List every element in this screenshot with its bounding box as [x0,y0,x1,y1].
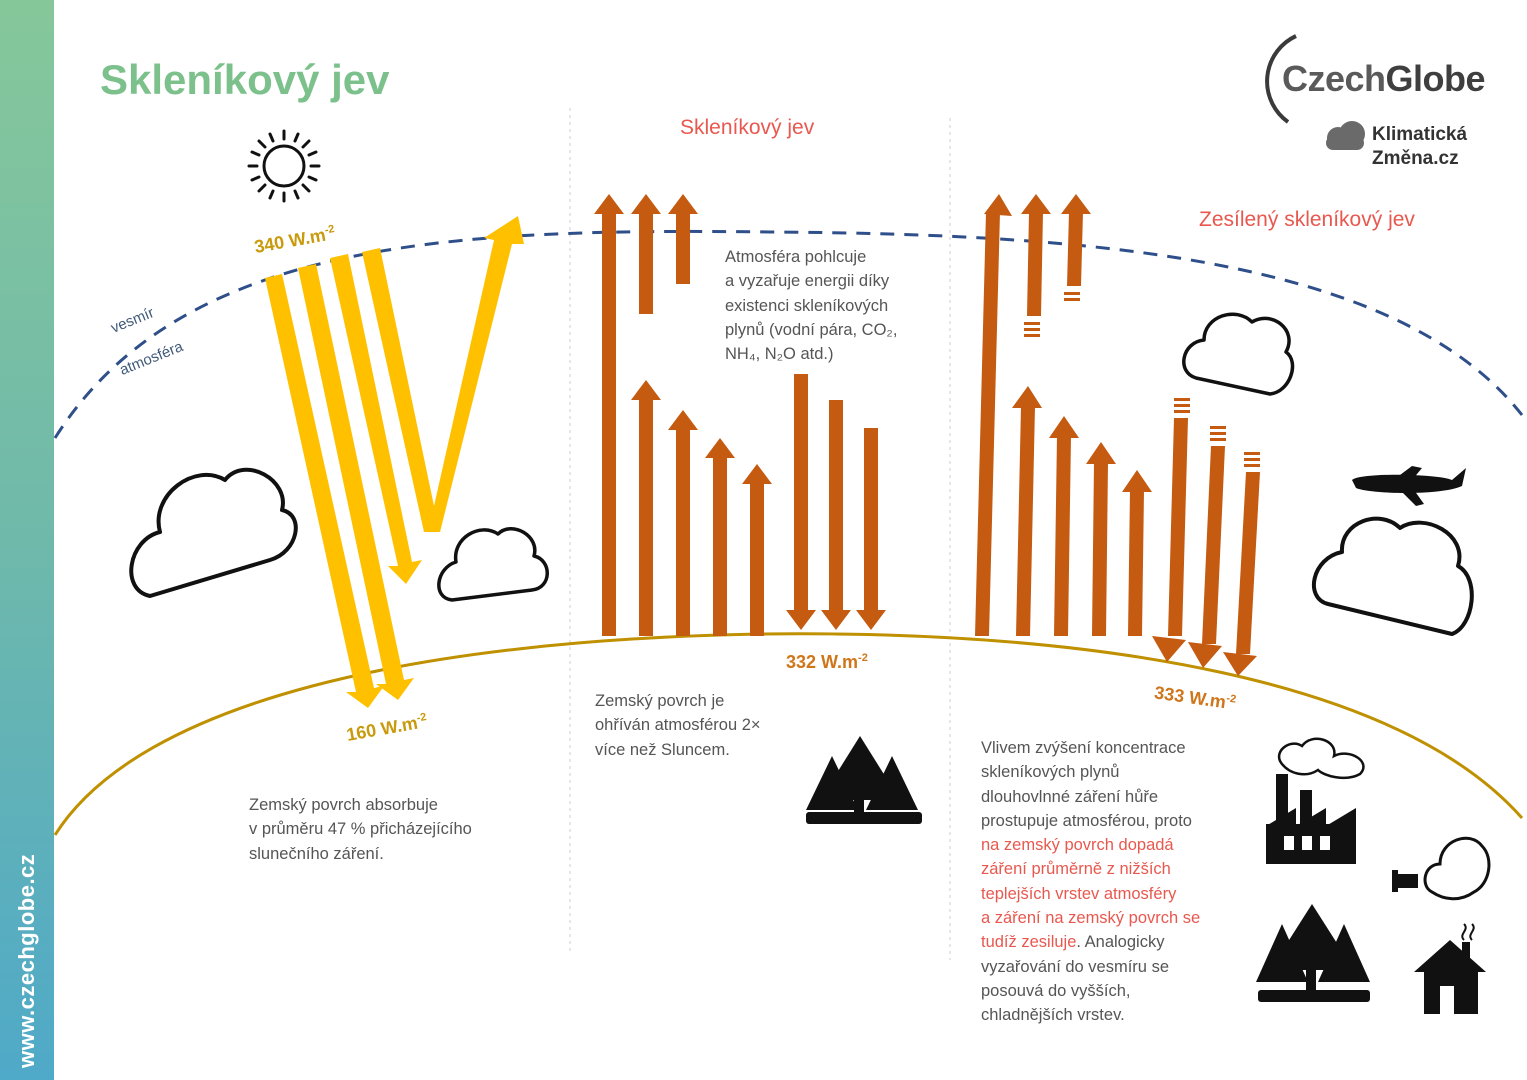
solar-arrow-2 [298,264,414,700]
text-enhanced-line: dlouhovlnné záření hůře [981,787,1159,806]
house-icon [1414,940,1486,1014]
section3-title: Zesílený skleníkový jev [1199,208,1415,231]
logo-globe: Globe [1385,58,1486,99]
text-enhanced-highlight: záření průměrně z nižších [981,860,1171,879]
factory-icon [1266,774,1356,864]
page-title: Skleníkový jev [100,56,390,103]
flux-back-exp: -2 [858,652,868,664]
solar-arrow-1 [265,274,384,708]
sidebar-strip: www.czechglobe.cz [0,0,54,1080]
section2-title: Skleníkový jev [680,116,815,139]
czechglobe-logo-arc [1265,34,1297,124]
sun-icon [247,129,321,203]
text-absorbed-line: Zemský povrch absorbuje [249,796,438,814]
klimaticka-logo-line1: Klimatická [1372,124,1468,145]
exhaust-icon [1392,870,1418,892]
text-absorbed: Zemský povrch absorbuje v průměru 47 % p… [249,793,472,866]
klimaticka-logo-line2: Změna.cz [1372,148,1459,169]
exhaust-smoke-icon [1423,836,1491,901]
klimaticka-zmena-cloud-icon [1326,121,1365,150]
flux-back: 332 W.m-2 [786,652,868,673]
flux-absorbed-exp: -2 [415,711,428,725]
text-surface-line: ohříván atmosférou 2× [595,716,761,735]
text-enhanced-line: vyzařování do vesmíru se [981,957,1169,976]
text-enhanced: Vlivem zvýšení koncentrace skleníkových … [981,736,1200,1028]
text-atmosphere: Atmosféra pohlcuje a vyzařuje energii dí… [725,245,897,366]
airplane-icon [1352,466,1466,506]
text-enhanced-line: chladnějších vrstev. [981,1006,1125,1025]
text-enhanced-line: Vlivem zvýšení koncentrace [981,739,1186,757]
forest-icon-section3 [1256,904,1370,1002]
smoke-icon [1277,737,1365,780]
text-enhanced-line: skleníkových plynů [981,763,1120,782]
text-enhanced-highlight: teplejších vrstev atmosféry [981,884,1177,903]
text-surface-line: Zemský povrch je [595,692,725,710]
cloud-icon-large [129,467,298,598]
text-atmosphere-line: plynů (vodní pára, CO₂, [725,320,898,339]
flux-incoming-exp: -2 [323,223,336,237]
cloud-icon-small [437,527,549,602]
text-enhanced-line: prostupuje atmosférou, proto [981,811,1192,830]
text-atmosphere-line: NH₄, N₂O atd.) [725,345,834,364]
text-atmosphere-line: a vyzařuje energii díky [725,272,890,291]
text-surface-heated: Zemský povrch je ohříván atmosférou 2× v… [595,689,761,762]
text-absorbed-line: v průměru 47 % přicházejícího [249,820,472,839]
text-surface-line: více než Sluncem. [595,740,730,759]
chimney-smoke-icon [1461,923,1475,941]
text-absorbed-line: slunečního záření. [249,844,384,863]
text-atmosphere-line: Atmosféra pohlcuje [725,248,867,266]
text-atmosphere-line: existenci skleníkových [725,296,889,315]
atmosphere-boundary [53,229,1524,439]
text-enhanced-highlight: na zemský povrch dopadá [981,836,1174,855]
czechglobe-logo: CzechGlobe [1282,58,1486,100]
forest-icon [806,736,922,824]
flux-enhanced-exp: -2 [1225,692,1237,706]
cloud-icon-section3-upper [1182,312,1295,396]
text-enhanced-highlight: a záření na zemský povrch se [981,909,1201,928]
solar-arrow-reflect [362,216,524,532]
longwave-arrows-section3 [975,194,1260,676]
longwave-arrows-section2 [594,194,886,636]
text-enhanced-highlight: tudíž zesiluje [981,933,1077,952]
cloud-icon-section3-lower [1311,516,1474,636]
text-enhanced-line: . Analogicky [1076,933,1165,952]
flux-back-value: 332 W.m [786,652,859,672]
logo-czech: Czech [1282,58,1386,99]
solar-arrows [265,216,524,708]
text-enhanced-line: posouvá do vyšších, [981,981,1131,1000]
solar-arrow-3 [330,254,422,584]
